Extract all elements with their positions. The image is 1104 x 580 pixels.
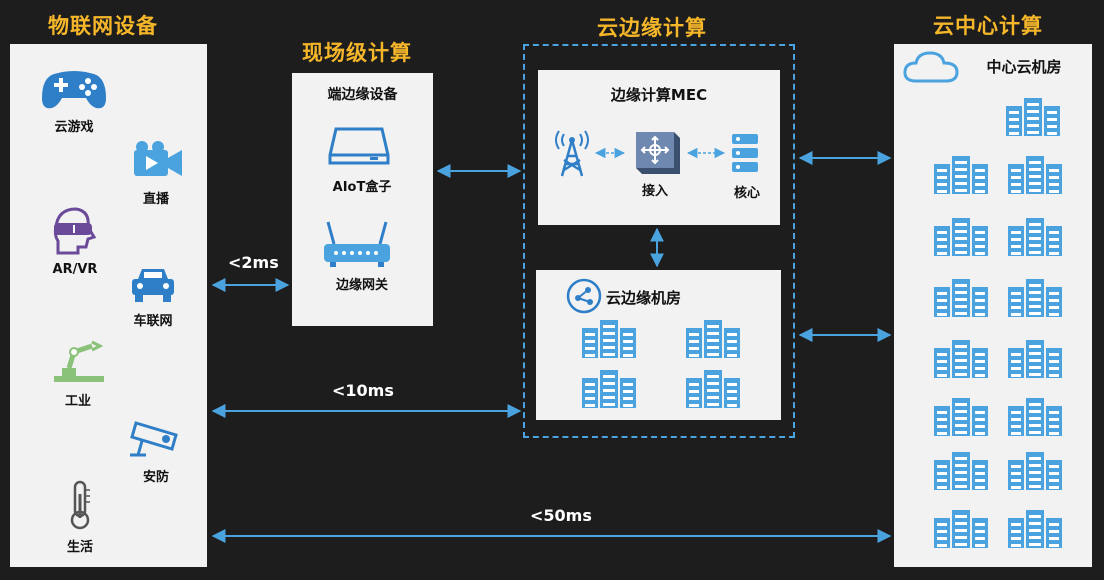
vr-headset-icon (53, 207, 97, 255)
heading-center: 云中心计算 (933, 14, 1043, 38)
latency-10ms-label: <10ms (332, 381, 394, 400)
server-rack-icon (934, 510, 988, 548)
server-rack-icon (934, 279, 988, 317)
server-rack-icon (582, 320, 636, 358)
heading-iot: 物联网设备 (48, 14, 158, 38)
device-label-life: 生活 (66, 540, 93, 555)
server-rack-icon (1008, 510, 1062, 548)
core-server-icon (732, 134, 758, 172)
server-rack-icon (1008, 340, 1062, 378)
server-rack-icon (1008, 279, 1062, 317)
server-rack-icon (1008, 156, 1062, 194)
edge-room-panel (536, 270, 781, 420)
device-label-cloud-gaming: 云游戏 (54, 120, 94, 135)
aiot-box-label: AIoT盒子 (332, 180, 392, 195)
aiot-box-icon (328, 127, 390, 165)
iot-panel (10, 44, 207, 567)
video-camera-icon (134, 141, 182, 176)
server-rack-icon (686, 370, 740, 408)
gamepad-icon (42, 71, 106, 109)
cloud-edge-region (523, 44, 795, 438)
edge-room-title: 云边缘机房 (606, 289, 682, 307)
network-hub-icon (566, 278, 602, 314)
server-rack-icon (1006, 98, 1060, 136)
security-camera-icon (130, 421, 178, 457)
mec-title: 边缘计算MEC (610, 86, 708, 104)
server-rack-icon (686, 320, 740, 358)
server-rack-icon (934, 218, 988, 256)
server-rack-icon (1008, 398, 1062, 436)
server-rack-icon (582, 370, 636, 408)
latency-50ms-label: <50ms (530, 506, 592, 525)
device-label-live: 直播 (142, 192, 169, 207)
device-label-arvr: AR/VR (52, 262, 98, 277)
robot-arm-icon (54, 340, 104, 382)
server-rack-icon (1008, 452, 1062, 490)
heading-field: 现场级计算 (302, 41, 412, 65)
server-rack-icon (934, 452, 988, 490)
heading-cloud-edge: 云边缘计算 (597, 16, 707, 40)
device-label-vehicle: 车联网 (133, 314, 173, 329)
server-rack-icon (934, 156, 988, 194)
latency-2ms-label: <2ms (228, 253, 279, 272)
server-rack-icon (934, 398, 988, 436)
car-icon (132, 269, 174, 302)
server-rack-icon (1008, 218, 1062, 256)
antenna-tower-icon (555, 130, 589, 177)
mec-core-label: 核心 (733, 186, 760, 201)
edge-gateway-icon (324, 221, 390, 267)
field-panel (292, 73, 433, 326)
field-panel-title: 端边缘设备 (327, 87, 398, 103)
center-room-title: 中心云机房 (986, 58, 1062, 76)
device-label-security: 安防 (142, 470, 169, 485)
server-rack-icon (934, 340, 988, 378)
cloud-icon (903, 51, 959, 83)
mec-access-label: 接入 (641, 184, 668, 199)
edge-gateway-label: 边缘网关 (335, 278, 388, 293)
thermometer-icon (70, 480, 90, 530)
device-label-industry: 工业 (64, 394, 91, 409)
access-switch-icon (636, 132, 680, 174)
